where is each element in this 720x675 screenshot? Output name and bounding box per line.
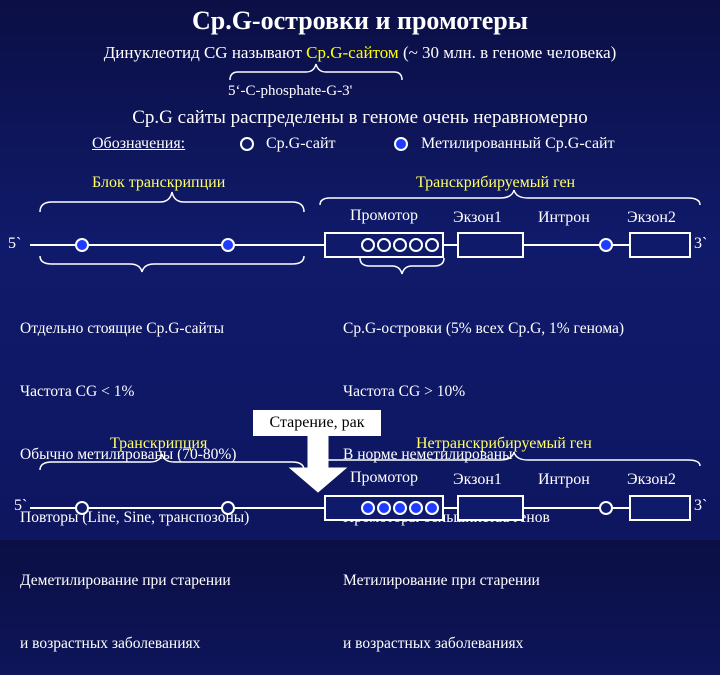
bottom-exon1-box xyxy=(457,495,524,521)
list-item: Частота CG > 10% xyxy=(343,383,466,400)
top-left-lower-brace xyxy=(39,255,305,273)
methylated-site xyxy=(393,501,407,515)
bottom-exon2-label: Экзон2 xyxy=(627,471,676,488)
subtitle-highlight: Cp.G-сайтом xyxy=(306,43,399,62)
bottom-intron-label: Интрон xyxy=(538,471,590,488)
top-end3: 3` xyxy=(694,235,708,252)
top-promoter-label: Промотор xyxy=(350,207,418,224)
cpg-site xyxy=(409,238,423,252)
top-left-brace xyxy=(39,191,305,213)
methylated-site xyxy=(409,501,423,515)
cpg-site xyxy=(393,238,407,252)
top-exon1-label: Экзон1 xyxy=(453,209,502,226)
list-item: Обычно метилированы (70-80%) xyxy=(20,446,237,463)
top-right-brace xyxy=(319,189,701,206)
bottom-left-brace xyxy=(39,453,305,471)
top-exon2-box xyxy=(629,232,691,258)
subtitle-suffix: (~ 30 млн. в геноме человека) xyxy=(398,43,617,62)
methylated-site xyxy=(75,238,89,252)
bottom-exon2-box xyxy=(629,495,691,521)
methylated-site xyxy=(377,501,391,515)
list-item: Частота CG < 1% xyxy=(20,383,135,400)
bottom-exon1-label: Экзон1 xyxy=(453,471,502,488)
cpg-site xyxy=(377,238,391,252)
legend-open-site-label: Cp.G-сайт xyxy=(266,135,336,152)
legend-methylated-site-icon xyxy=(394,137,408,151)
page-title: Cp.G-островки и промотеры xyxy=(191,6,529,35)
subtitle-prefix: Динуклеотид CG называют xyxy=(103,43,307,62)
cpg-site xyxy=(75,501,89,515)
top-exon1-box xyxy=(457,232,524,258)
legend-open-site-icon xyxy=(240,137,254,151)
top-right-label: Транскрибируемый ген xyxy=(416,174,576,191)
legend-methylated-site-label: Метилированный Cp.G-сайт xyxy=(421,135,615,152)
methylated-site xyxy=(599,238,613,252)
methylated-site xyxy=(221,238,235,252)
bottom-right-label: Нетранскрибируемый ген xyxy=(416,435,592,452)
subtitle: Динуклеотид CG называют Cp.G-сайтом (~ 3… xyxy=(0,44,720,61)
list-item: Cp.G-островки (5% всех Cp.G, 1% генома) xyxy=(343,320,625,337)
bottom-end3: 3` xyxy=(694,497,708,514)
distribution-heading: Cp.G сайты распределены в геноме очень н… xyxy=(132,107,588,128)
top-left-label: Блок транскрипции xyxy=(92,174,226,191)
down-arrow-icon xyxy=(288,429,348,493)
bottom-end5: 5` xyxy=(14,497,28,514)
cpg-site xyxy=(361,238,375,252)
list-item: и возрастных заболеваниях xyxy=(20,635,201,652)
bottom-left-label: Транскрипция xyxy=(110,435,208,452)
top-exon2-label: Экзон2 xyxy=(627,209,676,226)
legend-heading: Обозначения: xyxy=(92,135,186,152)
cpg-site xyxy=(599,501,613,515)
list-item: и возрастных заболеваниях xyxy=(343,635,524,652)
top-intron-label: Интрон xyxy=(538,209,590,226)
diagram-graphics xyxy=(39,63,701,521)
list-item: Отдельно стоящие Cp.G-сайты xyxy=(20,320,225,337)
cpg-site xyxy=(425,238,439,252)
list-item: В норме неметилированы xyxy=(343,446,513,463)
list-item: Деметилирование при старении xyxy=(20,572,231,589)
subtitle-brace xyxy=(229,63,403,81)
list-item: Метилирование при старении xyxy=(343,572,540,589)
formula: 5‘-C-phosphate-G-3' xyxy=(228,83,353,99)
list-item: Повторы (Line, Sine, транспозоны) xyxy=(20,509,250,526)
methylated-site xyxy=(425,501,439,515)
bottom-promoter-label: Промотор xyxy=(350,469,418,486)
top-right-lower-brace xyxy=(359,257,445,275)
bottom-right-brace xyxy=(319,451,701,467)
top-end5: 5` xyxy=(8,235,22,252)
cpg-site xyxy=(221,501,235,515)
methylated-site xyxy=(361,501,375,515)
